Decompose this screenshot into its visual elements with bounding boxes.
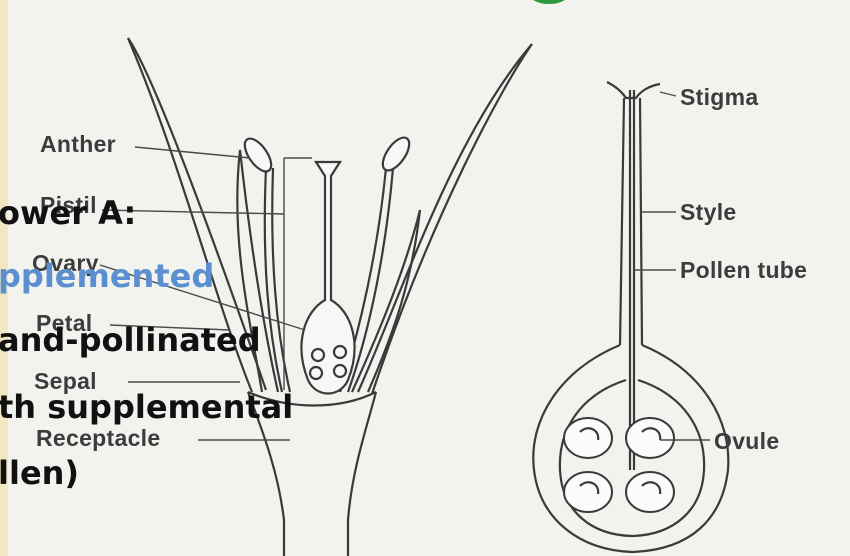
label-anther: Anther — [40, 131, 116, 158]
ovules-group — [564, 418, 674, 512]
label-style: Style — [680, 199, 736, 226]
overlay-heading-text: ower A: — [0, 194, 136, 232]
anther-left-shape — [240, 134, 277, 175]
overlay-with-supplemental: th supplemental — [0, 391, 293, 423]
label-receptacle: Receptacle — [36, 425, 160, 452]
pollen-tube-shape — [630, 90, 634, 470]
petal-right-outer — [358, 44, 532, 394]
overlay-pollen: llen) — [0, 457, 79, 489]
overlay-supplemented: pplemented — [0, 260, 214, 292]
label-pollen-tube: Pollen tube — [680, 257, 807, 284]
flower-left — [128, 38, 532, 556]
label-stigma: Stigma — [680, 84, 758, 111]
overlay-hand-pollinated: and-pollinated — [0, 324, 261, 356]
pistil-section — [533, 82, 728, 552]
pistil-shape — [302, 162, 355, 394]
overlay-heading: ower A: — [0, 197, 136, 229]
anther-right-shape — [378, 133, 415, 174]
label-ovule: Ovule — [714, 428, 779, 455]
